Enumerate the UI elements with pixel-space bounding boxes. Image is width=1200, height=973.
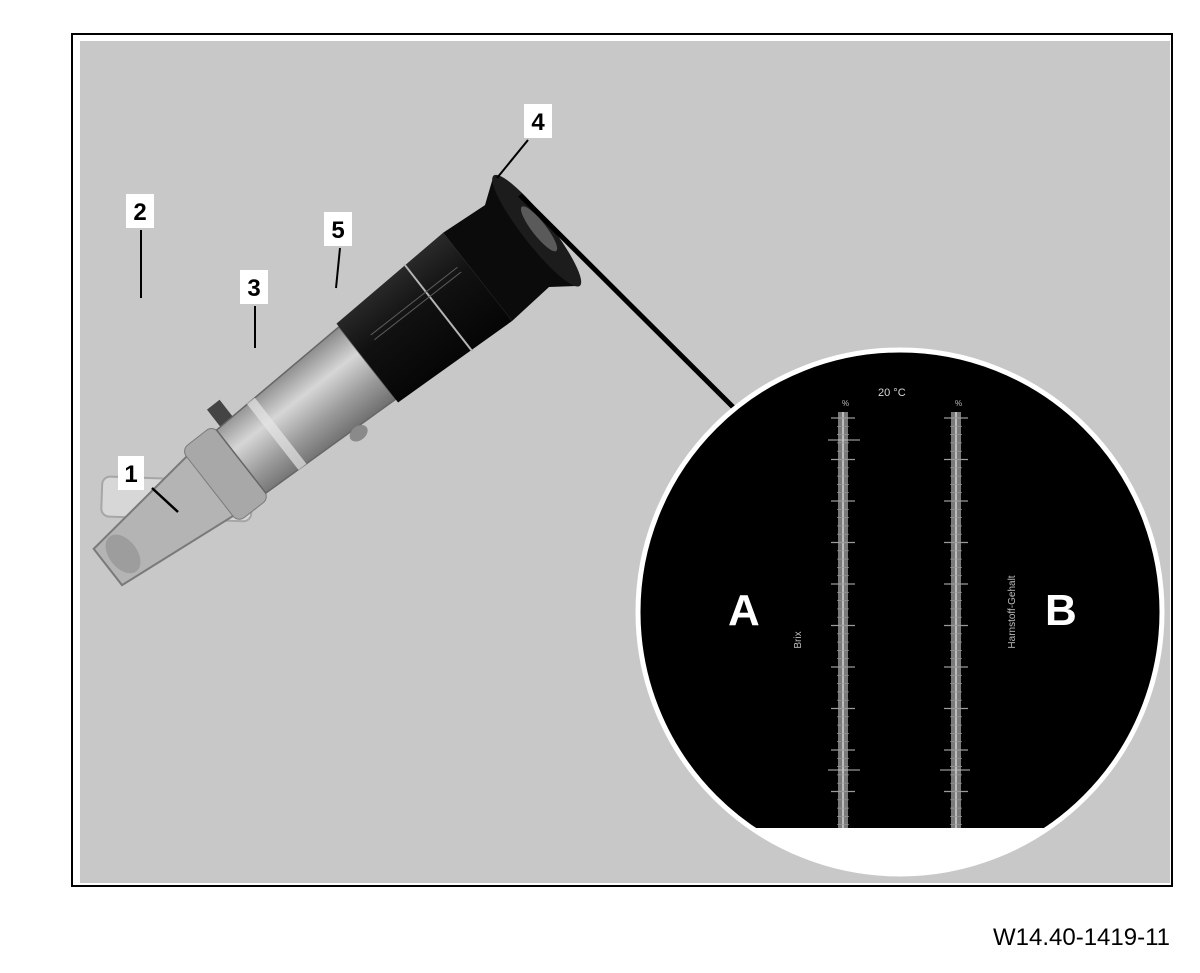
svg-text:3: 3 [247,275,260,302]
calibration-screw [206,399,234,427]
svg-text:5: 5 [331,217,344,244]
svg-text:4: 4 [531,109,545,136]
svg-text:1: 1 [124,461,137,488]
detail-pointer-line [518,193,740,414]
svg-text:2: 2 [133,199,146,226]
scale-b-letter: B [1045,586,1077,635]
focus-ring [336,232,513,403]
scale-b [940,412,970,828]
unit-label-a: % [842,399,849,408]
callout-3: 3 [240,270,268,348]
scale-a-letter: A [728,586,760,635]
scale-b-name: Harnstoff-Gehalt [1007,575,1018,648]
unit-label-b: % [955,399,962,408]
callout-5: 5 [324,212,352,289]
refractometer [92,174,582,587]
callout-2: 2 [126,194,154,298]
scale-ticks [831,417,968,826]
callout-1: 1 [118,456,179,513]
scale-a [828,412,860,828]
temperature-label: 20 °C [878,387,906,399]
scale-a-name: Brix [793,631,804,648]
figure-id: W14.40-1419-11 [993,924,1170,951]
eyepiece [443,175,580,321]
callout-4: 4 [496,104,552,179]
